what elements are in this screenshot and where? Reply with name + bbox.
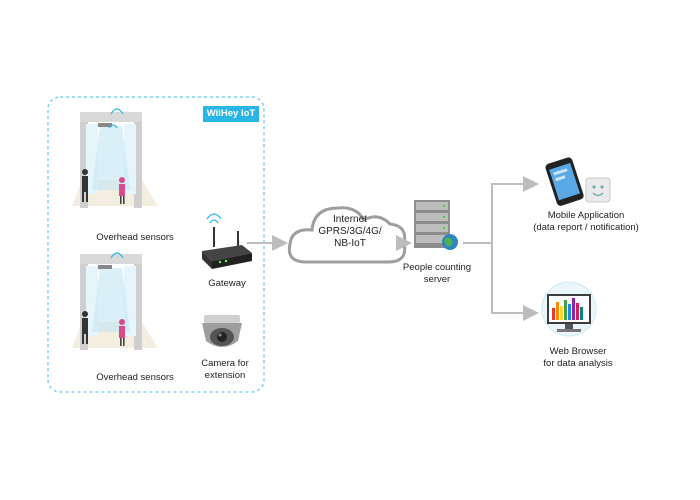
camera-label-line2: extension bbox=[204, 370, 246, 381]
overhead-sensors-bottom-label: Overhead sensors bbox=[96, 372, 174, 383]
web-browser-label-line1: Web Browser bbox=[549, 346, 607, 357]
mobile-app-label-line2: (data report / notification) bbox=[533, 222, 639, 233]
gateway-label: Gateway bbox=[208, 278, 246, 289]
server-icon bbox=[414, 200, 458, 250]
arrow-to-mobile bbox=[491, 176, 539, 243]
smiley-notification-icon bbox=[585, 177, 611, 203]
overhead-sensor-top-icon bbox=[72, 108, 158, 208]
mobile-phone-icon bbox=[545, 157, 584, 206]
server-label: People counting server bbox=[392, 262, 482, 286]
arrow-to-web bbox=[491, 243, 539, 321]
overhead-sensor-bottom-icon bbox=[72, 252, 158, 350]
camera-icon bbox=[202, 315, 242, 347]
camera-label-line1: Camera for bbox=[201, 358, 249, 369]
web-browser-label-line2: for data analysis bbox=[543, 358, 613, 369]
cloud-label-line1: Internet bbox=[333, 214, 367, 225]
camera-label: Camera for extension bbox=[190, 358, 260, 382]
mobile-app-label: Mobile Application (data report / notifi… bbox=[520, 210, 652, 234]
overhead-sensors-top-label: Overhead sensors bbox=[96, 232, 174, 243]
web-browser-monitor-icon bbox=[541, 281, 597, 337]
cloud-label-line2: GPRS/3G/4G/ bbox=[318, 226, 382, 237]
gateway-icon bbox=[202, 213, 252, 269]
cloud-label: Internet GPRS/3G/4G/ NB-IoT bbox=[300, 214, 400, 250]
web-browser-label: Web Browser for data analysis bbox=[520, 346, 636, 370]
iot-boundary-box bbox=[47, 96, 265, 393]
server-label-line1: People counting bbox=[402, 262, 472, 273]
cloud-label-line3: NB-IoT bbox=[334, 238, 366, 249]
server-label-line2: server bbox=[423, 274, 451, 285]
wiihey-iot-badge: WiiHey IoT bbox=[203, 106, 259, 122]
mobile-app-label-line1: Mobile Application bbox=[547, 210, 625, 221]
